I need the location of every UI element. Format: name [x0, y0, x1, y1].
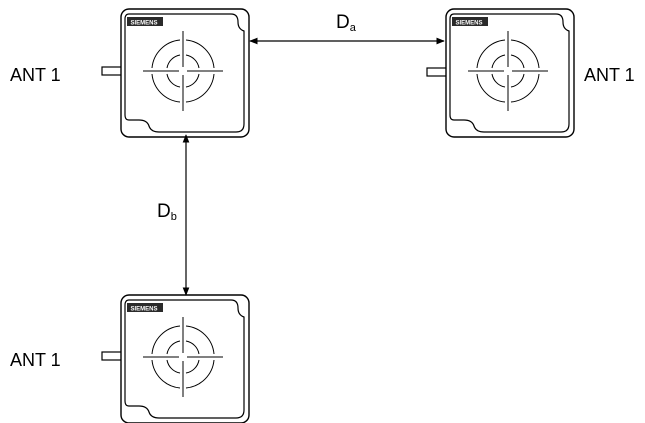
antenna-housing	[445, 8, 575, 138]
cable-connector	[101, 66, 123, 76]
distance-symbol: D	[336, 12, 350, 33]
antenna-unit-top-left: SIEMENS	[101, 8, 250, 138]
brand-badge: SIEMENS	[130, 21, 157, 27]
cable-connector	[101, 351, 123, 361]
antenna-unit-bottom: SIEMENS	[101, 294, 250, 423]
cable-connector	[426, 67, 448, 77]
antenna-label-top-right: ANT 1	[584, 65, 635, 85]
antenna-housing	[120, 294, 250, 423]
antenna-label-bottom: ANT 1	[10, 350, 61, 370]
distance-subscript: a	[349, 22, 356, 34]
antenna-label-top-left: ANT 1	[10, 65, 61, 85]
brand-badge: SIEMENS	[130, 307, 157, 313]
brand-badge: SIEMENS	[455, 21, 482, 27]
antenna-unit-top-right: SIEMENS	[426, 8, 575, 138]
distance-subscript: b	[170, 211, 177, 223]
antenna-housing	[120, 8, 250, 138]
distance-label-db: Db	[157, 201, 177, 223]
distance-symbol: D	[157, 201, 171, 222]
distance-label-da: Da	[336, 12, 356, 34]
